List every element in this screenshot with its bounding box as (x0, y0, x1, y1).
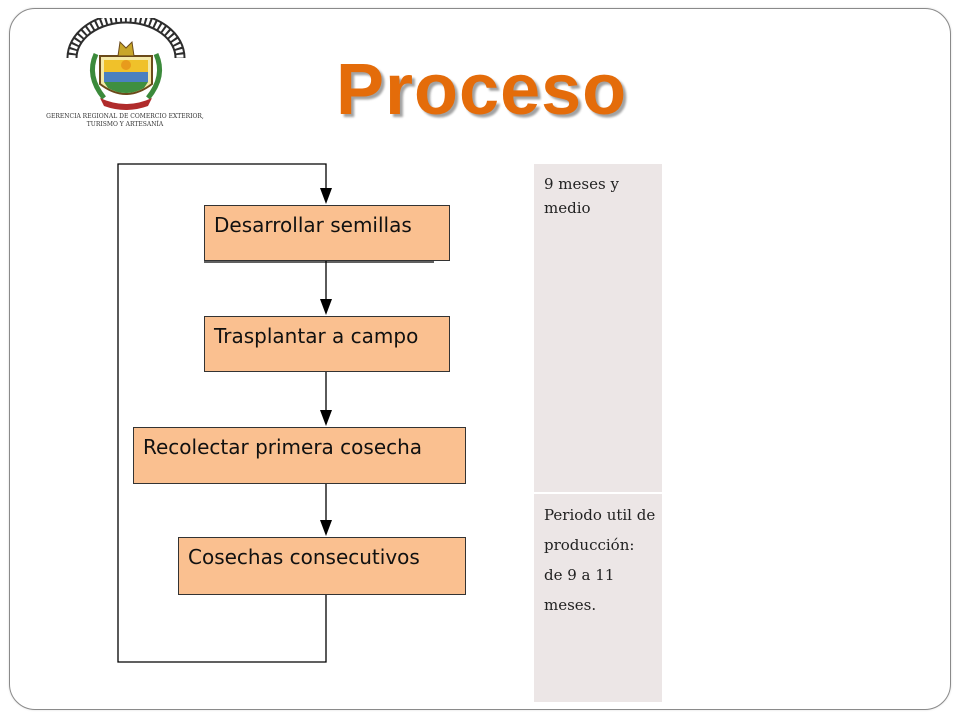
logo-caption: GERENCIA REGIONAL DE COMERCIO EXTERIOR, … (20, 113, 230, 129)
crest-emblem-icon (66, 12, 186, 110)
duration-note: 9 meses y medio (534, 164, 662, 492)
step-4-label: Cosechas consecutivos (188, 545, 420, 569)
step-2-label: Trasplantar a campo (214, 324, 419, 348)
arrow-into-step-1 (320, 188, 332, 204)
step-1-label: Desarrollar semillas (214, 213, 412, 237)
arrow-into-step-2 (320, 299, 332, 315)
production-period-text: Periodo util de producción: de 9 a 11 me… (544, 506, 656, 614)
step-recolectar-primera-cosecha: Recolectar primera cosecha (133, 427, 466, 484)
page-title: Proceso (336, 50, 628, 130)
arrow-into-step-3 (320, 410, 332, 426)
arrow-into-step-4 (320, 520, 332, 536)
logo-caption-line2: TURISMO Y ARTESANÍA (86, 121, 164, 128)
regional-crest-logo (60, 12, 192, 112)
logo-caption-line1: GERENCIA REGIONAL DE COMERCIO EXTERIOR, (46, 113, 204, 120)
slide-frame (9, 8, 951, 710)
step-cosechas-consecutivos: Cosechas consecutivos (178, 537, 466, 595)
production-period-note: Periodo util de producción: de 9 a 11 me… (534, 494, 662, 702)
step-3-label: Recolectar primera cosecha (143, 435, 423, 459)
duration-note-text: 9 meses y medio (544, 175, 619, 217)
step-trasplantar-a-campo: Trasplantar a campo (204, 316, 450, 372)
loop-connector (117, 163, 327, 663)
step-desarrollar-semillas: Desarrollar semillas (204, 205, 450, 261)
